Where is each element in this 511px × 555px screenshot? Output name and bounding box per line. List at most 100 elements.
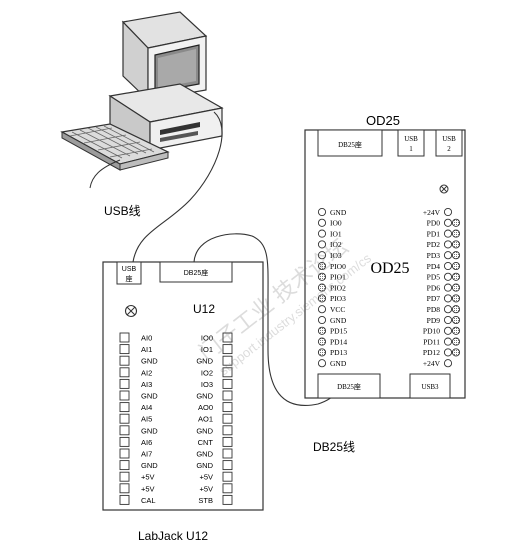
od25-right-pin-label: PD1 <box>427 229 441 238</box>
u12-right-pin-label: AO1 <box>198 415 213 424</box>
u12-left-terminal <box>119 332 130 343</box>
od25-right-terminal <box>443 337 453 346</box>
od25-right-terminal <box>443 207 453 217</box>
u12-left-pin-label: AI4 <box>141 403 152 412</box>
od25-center-label: OD25 <box>370 260 409 277</box>
od25-left-pin-label: PD14 <box>330 337 347 346</box>
od25-right-terminal <box>443 229 453 238</box>
u12-right-terminal <box>222 344 233 355</box>
u12-right-terminal <box>222 448 233 459</box>
od25-right-terminal <box>451 294 461 303</box>
od25-right-pin-label: +24V <box>423 208 441 217</box>
db25-cable-label: DB25线 <box>313 440 355 454</box>
od25-left-pin-label: IO0 <box>330 219 342 228</box>
u12-right-pin-label: IO0 <box>201 334 213 343</box>
od25-left-pin-label: GND <box>330 359 347 368</box>
od25-right-pin-label: PD4 <box>427 262 441 271</box>
od25-bottom-db25-port <box>317 373 381 399</box>
u12-right-pin-label: GND <box>196 450 213 459</box>
svg-text:2: 2 <box>447 145 451 153</box>
u12-left-terminal <box>119 390 130 401</box>
od25-left-terminal <box>317 251 327 260</box>
u12-right-pin-label: +5V <box>199 473 213 482</box>
od25-right-terminal <box>451 337 461 346</box>
usb-cable-label: USB线 <box>104 204 141 218</box>
u12-usb-port <box>116 261 142 285</box>
u12-left-pin-label: AI6 <box>141 438 152 447</box>
od25-right-terminal <box>443 359 453 368</box>
od25-left-terminal <box>317 337 327 346</box>
od25-left-terminal <box>317 229 327 238</box>
od25-left-terminal <box>317 348 327 357</box>
od25-left-pin-label: PIO3 <box>330 294 346 303</box>
u12-right-pin-label: AO0 <box>198 403 213 412</box>
usb-cable <box>132 111 223 263</box>
u12-left-pin-label: GND <box>141 392 158 401</box>
od25-usb1-port <box>397 129 425 157</box>
u12-left-pin-label: CAL <box>141 496 156 505</box>
u12-right-pin-label: +5V <box>199 484 213 493</box>
od25-title: OD25 <box>366 113 400 128</box>
u12-left-terminal <box>119 378 130 389</box>
svg-text:USB: USB <box>122 266 137 273</box>
od25-left-terminal <box>317 272 327 281</box>
od25-right-pin-label: +24V <box>423 359 441 368</box>
od25-right-pin-label: PD7 <box>427 294 441 303</box>
u12-left-terminal <box>119 448 130 459</box>
u12-left-pin-label: AI2 <box>141 368 152 377</box>
u12-right-terminal <box>222 436 233 447</box>
od25-right-pin-label: PD0 <box>427 219 441 228</box>
u12-left-pin-label: AI7 <box>141 450 152 459</box>
od25-left-terminal <box>317 283 327 292</box>
u12-right-terminal <box>222 390 233 401</box>
u12-left-terminal <box>119 413 130 424</box>
od25-right-terminal <box>451 305 461 314</box>
u12-left-terminal <box>119 494 130 505</box>
u12-left-pin-label: +5V <box>141 484 155 493</box>
db25-cable <box>193 233 337 406</box>
od25-right-terminal <box>451 251 461 260</box>
od25-right-terminal <box>451 272 461 281</box>
od25-right-terminal <box>443 305 453 314</box>
u12-right-pin-label: GND <box>196 461 213 470</box>
od25-right-terminal <box>451 240 461 249</box>
u12-left-pin-label: GND <box>141 426 158 435</box>
svg-text:1: 1 <box>409 145 413 153</box>
od25-right-terminal <box>451 283 461 292</box>
u12-left-terminal <box>119 402 130 413</box>
od25-left-pin-label: VCC <box>330 305 345 314</box>
od25-left-pin-label: PIO1 <box>330 273 346 282</box>
od25-usb3-port <box>409 373 451 399</box>
u12-left-terminal <box>119 436 130 447</box>
od25-terminal-block: GNDIO0IO1IO2IO3PIO0PIO1PIO2PIO3VCCGNDPD1… <box>317 207 461 368</box>
u12-right-pin-label: IO2 <box>201 368 213 377</box>
u12-right-terminal <box>222 494 233 505</box>
od25-left-terminal <box>317 326 327 335</box>
od25-right-terminal <box>443 326 453 335</box>
u12-board: USB 座 DB25座 U12 AI0AI1GNDAI2AI3GNDAI4AI5… <box>102 261 264 511</box>
od25-right-terminal <box>451 229 461 238</box>
u12-status-led <box>124 304 138 318</box>
u12-right-terminal <box>222 332 233 343</box>
od25-right-pin-label: PD11 <box>423 337 440 346</box>
od25-right-pin-label: PD6 <box>427 283 441 292</box>
od25-right-pin-label: PD10 <box>423 327 440 336</box>
u12-left-terminal <box>119 483 130 494</box>
od25-right-terminal <box>451 261 461 271</box>
u12-right-pin-label: IO3 <box>201 380 213 389</box>
svg-text:USB: USB <box>404 135 418 143</box>
u12-right-terminal <box>222 378 233 389</box>
u12-left-pin-label: AI3 <box>141 380 152 389</box>
od25-right-terminal <box>443 272 453 281</box>
od25-left-terminal <box>317 305 327 314</box>
od25-right-terminal <box>443 283 453 292</box>
od25-left-terminal <box>317 207 327 217</box>
od25-left-terminal <box>317 261 327 271</box>
u12-left-pin-label: +5V <box>141 473 155 482</box>
u12-left-terminal <box>119 367 130 378</box>
u12-right-terminal <box>222 413 233 424</box>
od25-right-terminal <box>443 251 453 260</box>
u12-left-pin-label: AI5 <box>141 415 152 424</box>
u12-title: U12 <box>193 302 215 316</box>
